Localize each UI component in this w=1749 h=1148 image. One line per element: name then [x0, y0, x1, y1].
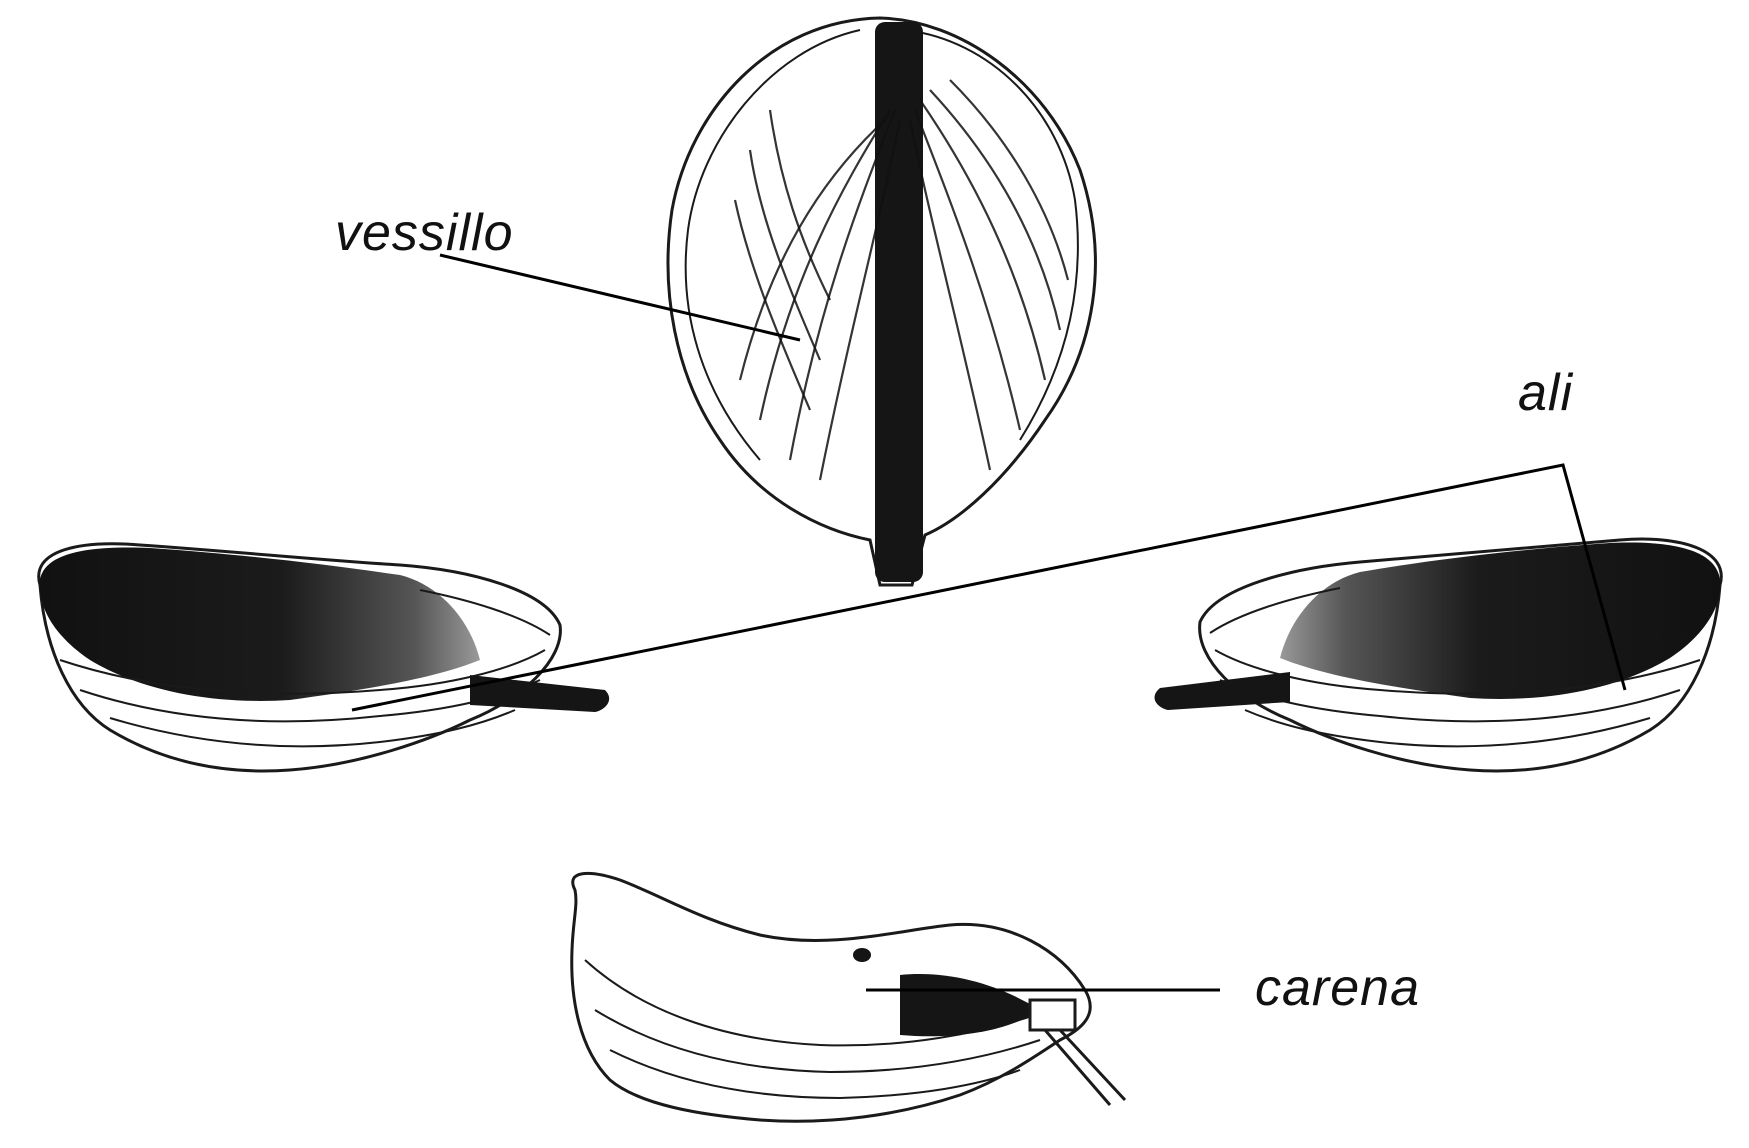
standard-label: vessillo: [335, 204, 514, 262]
wings-label: ali: [1518, 364, 1573, 422]
standard-petal: [668, 18, 1095, 585]
standard-leader-line: [440, 255, 800, 340]
keel-label: carena: [1255, 959, 1420, 1017]
left-wing-petal: [39, 544, 609, 771]
keel-petal: [572, 873, 1125, 1121]
right-wing-petal: [1155, 539, 1722, 771]
